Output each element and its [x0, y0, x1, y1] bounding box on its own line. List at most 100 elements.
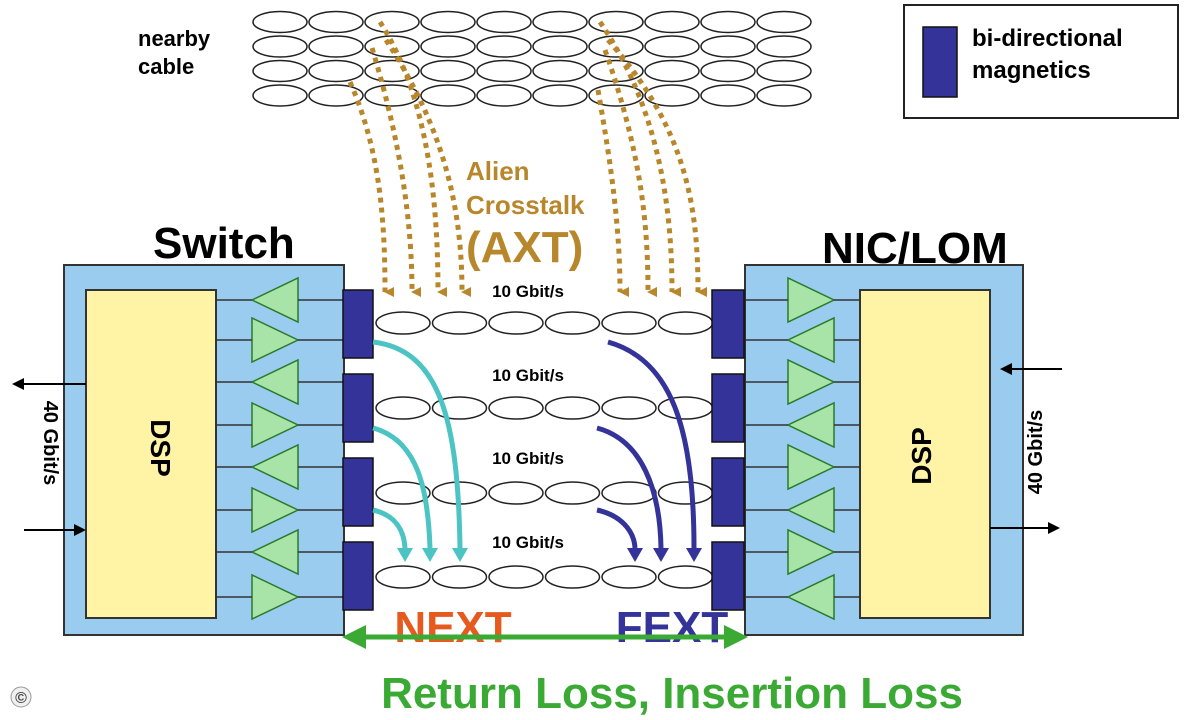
- alien-crosstalk-arrow: [347, 80, 395, 297]
- alien-crosstalk-arrow: [369, 47, 422, 297]
- next-crosstalk-arrow: [372, 339, 463, 549]
- lane-rate-3: 10 Gbit/s: [492, 449, 564, 468]
- magnetics-block-left: [342, 289, 374, 359]
- nearby-cable-pair: [588, 84, 644, 107]
- nearby-cable-pair: [252, 10, 308, 34]
- nearby-cable-pair: [308, 35, 364, 58]
- cable-pair-wire: [601, 311, 657, 335]
- next-label: NEXT: [394, 603, 511, 652]
- nearby-cable-pair: [476, 84, 532, 107]
- magnetics-block-left: [342, 457, 374, 527]
- nic-amplifiers: [722, 276, 860, 621]
- cable-pair-wire: [431, 565, 488, 589]
- nic-dsp-label: DSP: [906, 427, 937, 485]
- nearby-cable-pair: [364, 35, 420, 58]
- nearby-cable-pair: [364, 10, 420, 34]
- alien-crosstalk-arrow: [602, 49, 658, 297]
- alien-crosstalk-arrow: [383, 38, 472, 297]
- next-crosstalk-arrow-head: [397, 548, 413, 562]
- nic-rate-label: 40 Gbit/s: [1025, 410, 1047, 494]
- nearby-cable-pair: [308, 59, 364, 83]
- nearby-cable-bundle: [252, 10, 812, 107]
- magnetics-block-right: [711, 541, 745, 611]
- next-crosstalk-arrow-head: [452, 548, 468, 562]
- cable-pairs: [375, 311, 714, 589]
- copyright-symbol: ©: [15, 690, 27, 707]
- fext-crosstalk-arrow-head: [627, 548, 643, 562]
- nearby-cable-pair: [644, 35, 700, 58]
- alien-crosstalk-arrow: [595, 89, 630, 297]
- nic-io-arrows: [990, 363, 1062, 534]
- nearby-cable-pair: [476, 59, 532, 83]
- nearby-cable-pair: [308, 10, 364, 34]
- nearby-cable-label: nearby cable: [138, 26, 216, 79]
- nearby-cable-pair: [588, 35, 644, 58]
- lane-rate-2: 10 Gbit/s: [492, 366, 564, 385]
- fext-crosstalk-arrow: [596, 425, 664, 549]
- fext-crosstalk-arrow: [607, 339, 697, 549]
- cable-pair-wire: [601, 481, 657, 505]
- cable-pair-wire: [601, 396, 657, 420]
- nearby-cable-pair: [700, 59, 756, 83]
- loss-label: Return Loss, Insertion Loss: [381, 669, 963, 718]
- alien-crosstalk-arrow: [606, 38, 708, 297]
- nearby-cable-pair: [364, 59, 420, 83]
- nearby-cable-pair: [644, 59, 700, 83]
- fext-label: FEXT: [616, 603, 729, 652]
- nearby-cable-pair: [532, 35, 588, 58]
- cable-pair-wire: [544, 481, 601, 505]
- cable-pair-wire: [375, 565, 431, 589]
- cable-pair-wire: [657, 481, 714, 505]
- lane-rate-4: 10 Gbit/s: [492, 533, 564, 552]
- fext-crosstalk-arrow-head: [686, 548, 702, 562]
- legend-magnetics-swatch: [922, 26, 958, 98]
- magnetics-block-left: [342, 373, 374, 443]
- nearby-cable-pair: [308, 84, 364, 107]
- cable-pair-wire: [544, 396, 601, 420]
- nearby-cable-pair: [532, 59, 588, 83]
- magnetics-block-left: [342, 541, 374, 611]
- nearby-cable-pair: [252, 59, 308, 83]
- legend-label: bi-directional magnetics: [972, 25, 1129, 84]
- cable-pair-wire: [375, 311, 431, 335]
- cable-pair-wire: [657, 565, 714, 589]
- nearby-cable-pair: [644, 10, 700, 34]
- nearby-cable-pair: [756, 35, 812, 58]
- nearby-cable-pair: [476, 35, 532, 58]
- cable-pair-wire: [375, 481, 431, 505]
- nearby-cable-pair: [700, 10, 756, 34]
- cable-pair-wire: [657, 311, 714, 335]
- nearby-cable-pair: [420, 35, 476, 58]
- cable-pair-wire: [488, 396, 544, 420]
- nearby-cable-pair: [644, 84, 700, 107]
- next-crosstalk-arrow: [372, 507, 408, 549]
- alien-crosstalk-label: Alien Crosstalk: [466, 156, 585, 220]
- nic-dsp: [859, 289, 991, 619]
- magnetics-block-right: [711, 289, 745, 359]
- next-crosstalk-arrow-head: [422, 548, 438, 562]
- magnetics-block-right: [711, 373, 745, 443]
- cable-pair-wire: [601, 565, 657, 589]
- cable-pair-wire: [488, 311, 544, 335]
- nearby-cable-pair: [588, 10, 644, 34]
- switch-title: Switch: [153, 219, 295, 268]
- cable-pair-wire: [488, 481, 544, 505]
- nearby-cable-pair: [420, 10, 476, 34]
- cable-pair-wire: [375, 396, 431, 420]
- nearby-cable-pair: [532, 84, 588, 107]
- next-crosstalk-arrow: [372, 425, 433, 549]
- cable-pair-wire: [544, 565, 601, 589]
- nearby-cable-pair: [700, 35, 756, 58]
- magnetics-block-right: [711, 457, 745, 527]
- nearby-cable-pair: [756, 10, 812, 34]
- cable-pair-wire: [431, 311, 488, 335]
- nearby-cable-pair: [532, 10, 588, 34]
- fext-crosstalk-arrow-head: [653, 548, 669, 562]
- cable-pair-wire: [657, 396, 714, 420]
- copyright-badge: [10, 686, 32, 708]
- switch-dsp-label: DSP: [145, 419, 176, 477]
- nearby-cable-pair: [420, 84, 476, 107]
- nearby-cable-pair: [252, 84, 308, 107]
- legend: bi-directional magnetics: [903, 4, 1179, 119]
